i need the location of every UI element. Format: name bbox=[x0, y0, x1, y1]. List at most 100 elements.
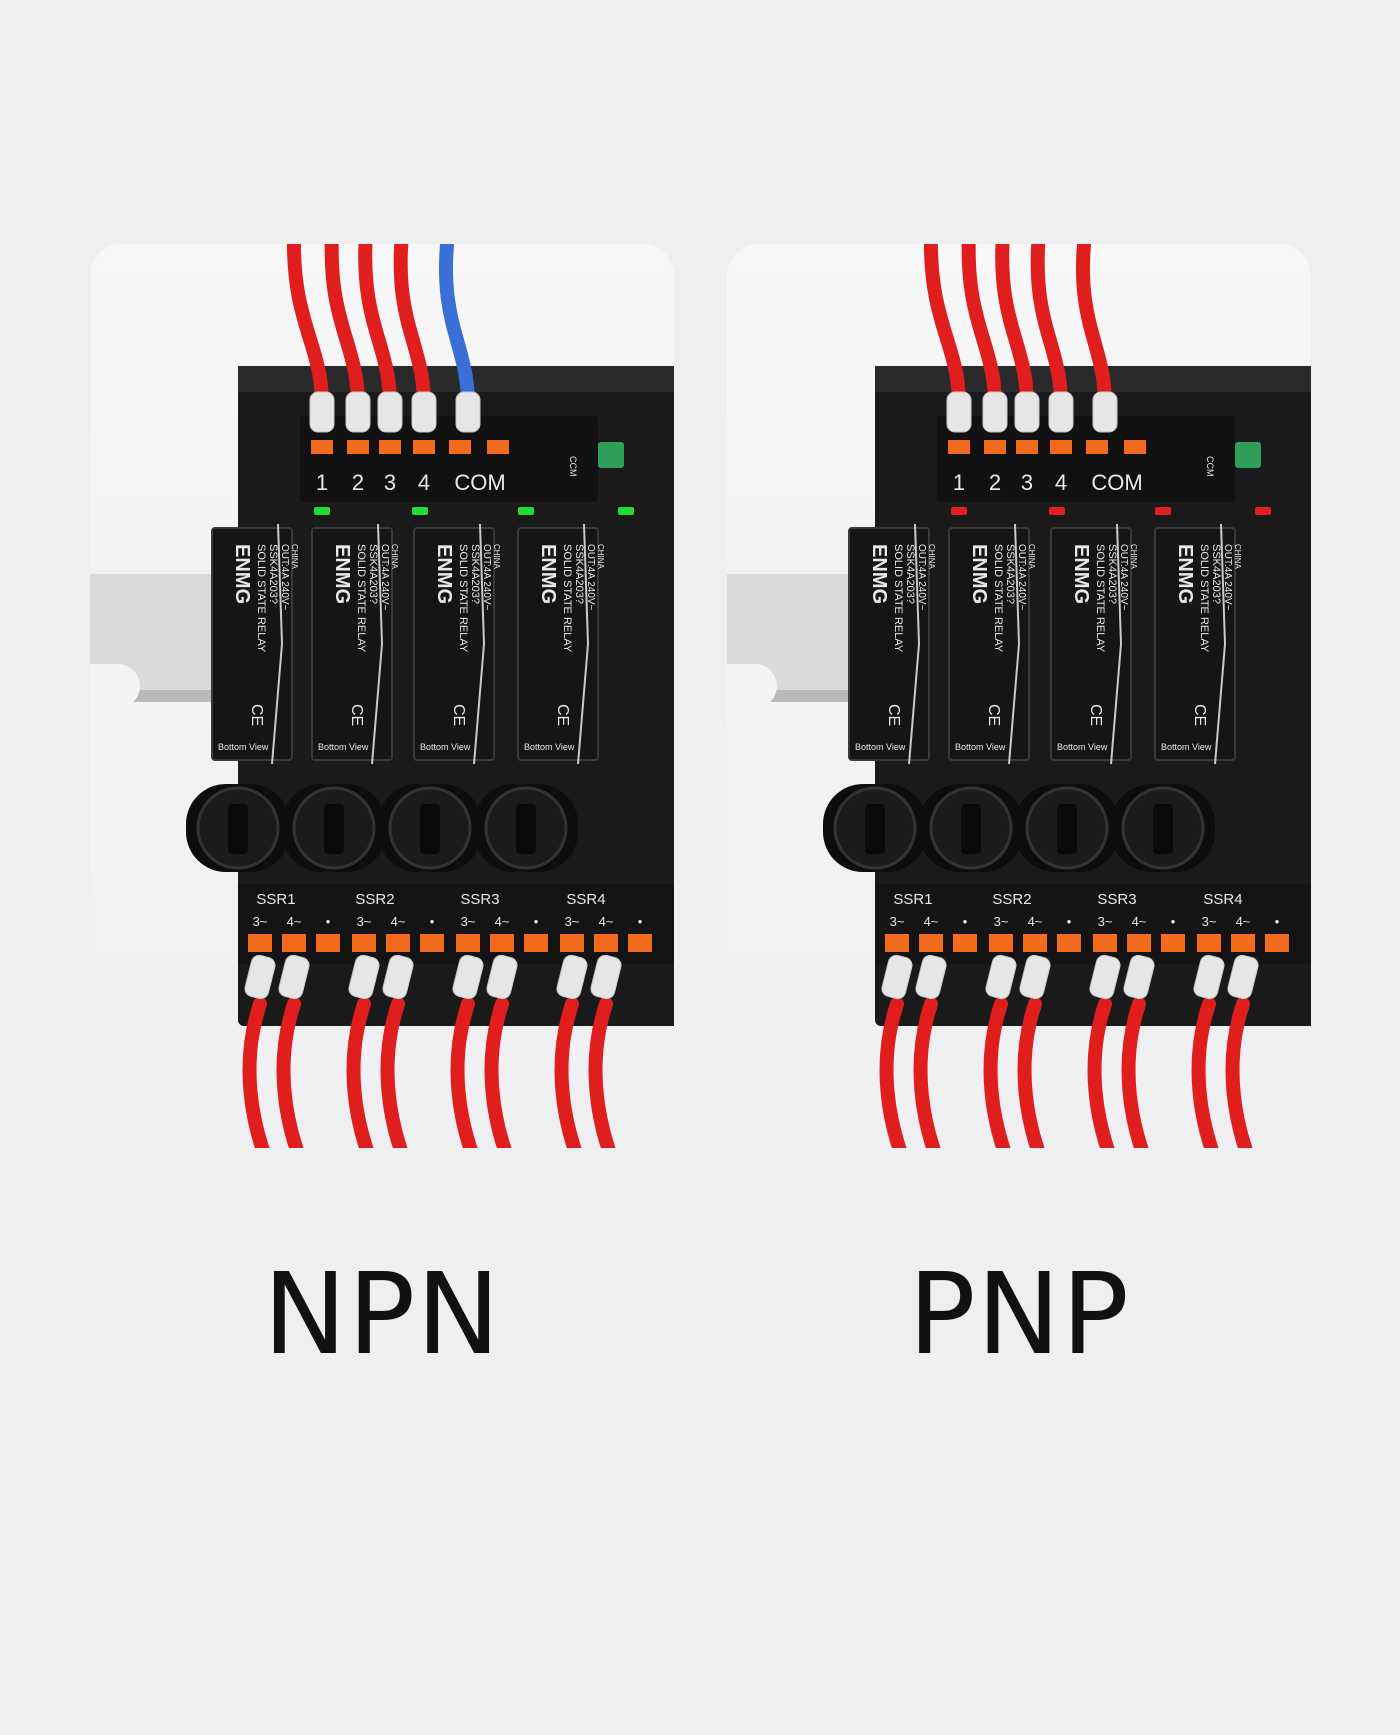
fuse-cap-grip bbox=[516, 804, 536, 854]
bottom-wire bbox=[1121, 997, 1149, 1148]
relay-clip bbox=[271, 523, 284, 765]
wire-ferrule bbox=[455, 391, 481, 433]
relay-clip bbox=[1214, 523, 1227, 765]
relay-brand: ENMG bbox=[433, 544, 455, 604]
relay-model: SSK4A203? bbox=[573, 544, 585, 604]
relay-cert: CE bbox=[1191, 704, 1208, 726]
bottom-terminal-mark: 3~ bbox=[253, 914, 268, 929]
bottom-wire bbox=[879, 997, 907, 1148]
relay-case bbox=[848, 527, 930, 761]
relay-clip bbox=[473, 523, 486, 765]
top-terminal-label-3: 3 bbox=[384, 470, 396, 495]
relay-clip bbox=[1008, 523, 1021, 765]
fuse-cap-grip bbox=[961, 804, 981, 854]
relay-cert: CE bbox=[450, 704, 467, 726]
bottom-terminal-lever bbox=[885, 934, 909, 952]
wire-ferrule bbox=[1193, 954, 1225, 1000]
relay-cert: CE bbox=[554, 704, 571, 726]
wire-ferrule bbox=[915, 954, 947, 1000]
status-led bbox=[1049, 507, 1065, 515]
bottom-terminal-mark: • bbox=[1275, 914, 1280, 929]
bottom-terminal-lever bbox=[1197, 934, 1221, 952]
top-terminal-lever bbox=[347, 440, 369, 454]
top-terminal-lever bbox=[1050, 440, 1072, 454]
status-led bbox=[1155, 507, 1171, 515]
bottom-terminal-lever bbox=[490, 934, 514, 952]
top-terminal-label-4: 4 bbox=[418, 470, 430, 495]
relay-rating: OUT:4A 240V~ bbox=[1222, 544, 1233, 611]
relay-origin: CHINA bbox=[1129, 544, 1138, 570]
bottom-wire bbox=[276, 997, 304, 1148]
bottom-terminal-lever bbox=[1161, 934, 1185, 952]
status-led bbox=[412, 507, 428, 515]
bottom-terminal-lever bbox=[953, 934, 977, 952]
bottom-terminal-lever bbox=[316, 934, 340, 952]
relay-brand: ENMG bbox=[1070, 544, 1092, 604]
relay-rating: OUT:4A 240V~ bbox=[279, 544, 290, 611]
bottom-terminal-mark: 3~ bbox=[1098, 914, 1113, 929]
bottom-terminal-lever bbox=[386, 934, 410, 952]
relay-model: SSK4A203? bbox=[1210, 544, 1222, 604]
top-terminal-label-com: COM bbox=[1091, 470, 1142, 495]
bottom-wire bbox=[484, 997, 512, 1148]
fuse-cap-grip bbox=[1057, 804, 1077, 854]
relay-view-label: Bottom View bbox=[218, 742, 269, 752]
wire-ferrule bbox=[1092, 391, 1118, 433]
wire-ferrule bbox=[377, 391, 403, 433]
bottom-terminal-mark: • bbox=[430, 914, 435, 929]
relay-clip bbox=[371, 523, 384, 765]
fuse-holder bbox=[474, 784, 578, 872]
bottom-terminal-mark: 4~ bbox=[1028, 914, 1043, 929]
relay-type: SOLID STATE RELAY bbox=[892, 544, 904, 653]
bottom-terminal-mark: • bbox=[326, 914, 331, 929]
fuse-holder bbox=[919, 784, 1023, 872]
relay-cert: CE bbox=[885, 704, 902, 726]
fuse-holder bbox=[1111, 784, 1215, 872]
relay-model: SSK4A203? bbox=[267, 544, 279, 604]
fuse-cap-grip bbox=[865, 804, 885, 854]
relay-view-label: Bottom View bbox=[1057, 742, 1108, 752]
relay-brand: ENMG bbox=[1174, 544, 1196, 604]
bottom-terminal-lever bbox=[560, 934, 584, 952]
wire-ferrule bbox=[452, 954, 484, 1000]
top-terminal-lever bbox=[1016, 440, 1038, 454]
bottom-terminal-mark: 4~ bbox=[287, 914, 302, 929]
bottom-wire bbox=[242, 997, 270, 1148]
bottom-terminal-lever bbox=[248, 934, 272, 952]
ssr-label-4: SSR4 bbox=[566, 891, 605, 908]
bottom-terminal-lever bbox=[1265, 934, 1289, 952]
relay-model: SSK4A203? bbox=[1004, 544, 1016, 604]
relay-cert: CE bbox=[248, 704, 265, 726]
module-top-edge bbox=[875, 366, 1311, 392]
bottom-terminal-mark: 3~ bbox=[357, 914, 372, 929]
status-led bbox=[518, 507, 534, 515]
bottom-terminal-mark: • bbox=[534, 914, 539, 929]
bottom-terminal-lever bbox=[919, 934, 943, 952]
top-terminal-label-2: 2 bbox=[989, 470, 1001, 495]
wire-ferrule bbox=[1123, 954, 1155, 1000]
bottom-terminal-mark: 4~ bbox=[391, 914, 406, 929]
wire-ferrule bbox=[244, 954, 276, 1000]
top-terminal-lever bbox=[449, 440, 471, 454]
bottom-terminal-lever bbox=[1023, 934, 1047, 952]
relay-cert: CE bbox=[1087, 704, 1104, 726]
bottom-terminal-mark: • bbox=[638, 914, 643, 929]
fuse-indicator bbox=[1235, 442, 1261, 468]
top-terminal-label-1: 1 bbox=[316, 470, 328, 495]
top-wire bbox=[358, 244, 397, 411]
status-led bbox=[618, 507, 634, 515]
din-rail-slot bbox=[727, 664, 777, 708]
wire-ferrule bbox=[411, 391, 437, 433]
top-wire bbox=[1030, 244, 1068, 411]
fuse-indicator bbox=[598, 442, 624, 468]
wire-ferrule bbox=[309, 391, 335, 433]
status-led bbox=[1255, 507, 1271, 515]
status-led bbox=[951, 507, 967, 515]
relay-type: SOLID STATE RELAY bbox=[992, 544, 1004, 653]
